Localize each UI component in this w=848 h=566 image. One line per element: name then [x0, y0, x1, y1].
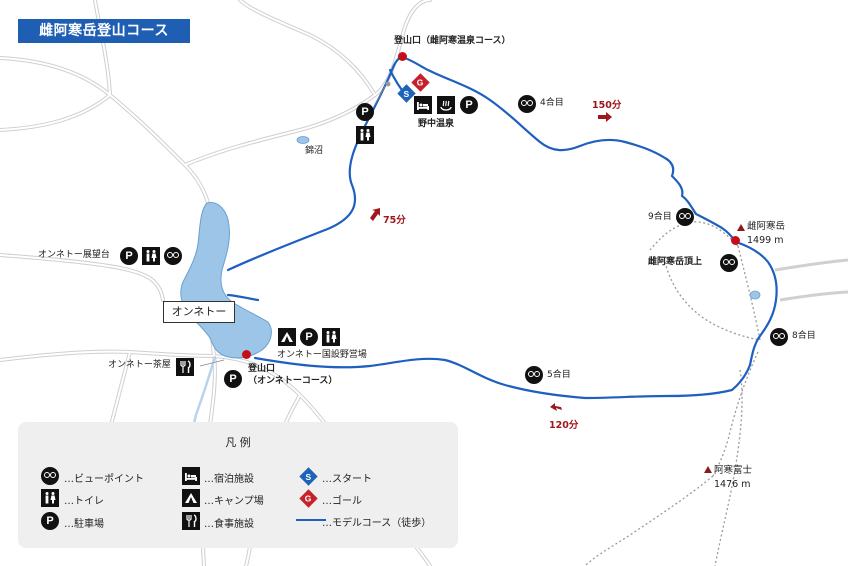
legend-goal-label: …ゴール: [322, 496, 362, 507]
route-line-sample: [296, 519, 326, 521]
legend-route-label: …モデルコース（徒歩）: [322, 518, 432, 529]
binoculars-icon: [164, 247, 182, 265]
legend-food-label: …食事施設: [204, 519, 254, 530]
station-8-label: 8合目: [792, 331, 816, 341]
roads-east: [774, 258, 848, 302]
legend-view-label: …ビューポイント: [64, 474, 144, 485]
summit-triangle-icon: [737, 224, 745, 231]
legend-lodging-label: …宿泊施設: [204, 474, 254, 485]
lodging-icon: [414, 96, 432, 114]
binoculars-icon: [770, 328, 788, 346]
legend-start-label: …スタート: [322, 474, 372, 485]
meakan-name-label: 雌阿寒岳: [747, 221, 786, 232]
binoculars-icon: [525, 366, 543, 384]
legend-parking-label: …駐車場: [64, 519, 104, 530]
legend-camp-label: …キャンプ場: [204, 496, 264, 507]
camp-icon: [278, 328, 296, 346]
toilet-icon: [41, 489, 59, 507]
meakan-altitude-label: 1499 m: [747, 235, 784, 246]
trailhead-top-label: 登山口（雌阿寒温泉コース）: [394, 36, 511, 46]
legend-panel: 凡 例 …ビューポイント …トイレ P …駐車場 …宿泊施設 …キャンプ場 …食…: [18, 422, 458, 548]
trailhead-bottom-sub-label: （オンネトーコース）: [248, 376, 338, 386]
food-icon: [176, 358, 194, 376]
parking-icon: P: [41, 512, 59, 530]
trailhead-bottom-marker: [242, 350, 251, 359]
nishiki-numa-label: 錦沼: [305, 146, 324, 156]
time-120-label: 120分: [549, 420, 579, 431]
akan-fuji-altitude-label: 1476 m: [714, 479, 751, 490]
time-arrows: [370, 112, 612, 411]
binoculars-icon: [720, 254, 738, 272]
food-icon: [182, 512, 200, 530]
station-4-label: 4合目: [540, 98, 564, 108]
station-5-label: 5合目: [547, 370, 571, 380]
start-icon: S: [299, 467, 318, 486]
binoculars-icon: [518, 95, 536, 113]
lodging-icon: [182, 467, 200, 485]
model-course-route: [226, 55, 778, 400]
legend-toilet-label: …トイレ: [64, 496, 104, 507]
parking-icon: P: [300, 328, 318, 346]
camp-icon: [182, 489, 200, 507]
parking-icon: P: [460, 96, 478, 114]
dotted-trails: [584, 221, 761, 566]
summit-label: 雌阿寒岳頂上: [648, 257, 703, 267]
onneto-observatory-label: オンネトー展望台: [38, 250, 110, 260]
onsen-icon: [437, 96, 455, 114]
parking-icon: P: [120, 247, 138, 265]
goal-icon: G: [299, 489, 318, 508]
trailhead-top-marker: [398, 52, 407, 61]
small-point-marker: [385, 81, 391, 87]
onneto-campground-label: オンネトー国設野営場: [277, 350, 367, 360]
time-150-label: 150分: [592, 100, 622, 111]
lake-onneto: [180, 202, 272, 359]
parking-icon: P: [356, 103, 374, 121]
trailhead-bottom-label: 登山口: [248, 364, 276, 374]
summit-triangle-icon: [704, 466, 712, 473]
binoculars-icon: [676, 208, 694, 226]
leader-lines: [199, 85, 386, 367]
pond-nishiki-numa: [296, 136, 310, 144]
lake-name-label: オンネトー: [163, 301, 235, 323]
time-75-label: 75分: [383, 215, 406, 226]
nonaka-onsen-label: 野中温泉: [418, 119, 455, 129]
pond-crater: [749, 290, 761, 300]
akan-fuji-name-label: 阿寒富士: [714, 465, 753, 476]
summit-marker: [731, 236, 740, 245]
page-title: 雌阿寒岳登山コース: [18, 19, 190, 43]
binoculars-icon: [41, 467, 59, 485]
legend-title: 凡 例: [225, 436, 251, 449]
onneto-teahouse-label: オンネトー茶屋: [108, 360, 171, 370]
station-9-label: 9合目: [648, 212, 672, 222]
toilet-icon: [142, 247, 160, 265]
toilet-icon: [356, 126, 374, 144]
toilet-icon: [322, 328, 340, 346]
parking-icon: P: [224, 370, 242, 388]
